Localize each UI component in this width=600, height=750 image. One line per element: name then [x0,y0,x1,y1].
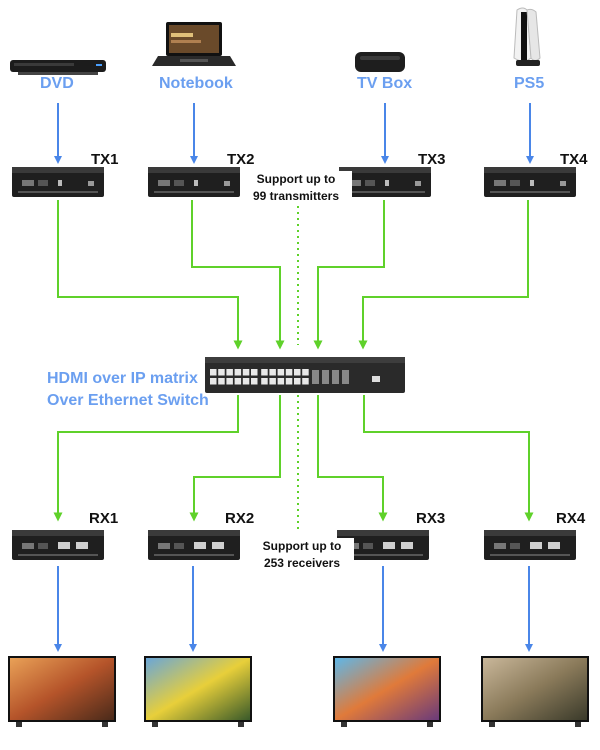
transmitter-unit-icon [12,167,104,197]
tv-icon [144,656,252,727]
receiver-support-note: Support up to 253 receivers [250,538,354,572]
switch-port [210,378,217,385]
sfp-port [322,370,329,384]
switch-port [242,378,250,385]
switch-port [302,369,309,376]
source-label-tv-box: TV Box [357,75,413,92]
switch-port [277,369,285,376]
tv-icon [8,656,116,727]
switch-port [277,378,285,385]
rx2-label: RX2 [225,510,255,527]
sfp-port [342,370,349,384]
receiver-note-line1: Support up to [262,539,342,553]
receiver-unit-icon [148,530,240,560]
transmitter-note-line1: Support up to [256,172,336,186]
tv-box-icon [355,52,405,72]
tv-icon [481,656,589,727]
switch-port [234,378,242,385]
ethernet-switch-icon [205,357,405,393]
sfp-port [332,370,339,384]
switch-port [285,378,293,385]
receiver-note-line2: 253 receivers [263,556,341,570]
hdmi-arrows-sources [54,103,534,164]
switch-label: HDMI over IP matrix Over Ethernet Switch [47,368,209,412]
tx1-label: TX1 [91,151,119,168]
switch-port [261,369,268,376]
network-lines-tx [57,200,529,350]
hdmi-arrows-displays [54,566,533,652]
laptop-icon [152,22,236,66]
switch-port [251,369,258,376]
switch-port [218,369,225,376]
switch-port [226,378,233,385]
receiver-unit-icon [12,530,104,560]
switch-port [218,378,225,385]
transmitter-unit-icon [148,167,240,197]
tx2-label: TX2 [227,151,255,168]
switch-label-line1: HDMI over IP matrix [47,370,198,387]
switch-port [242,369,250,376]
switch-port [210,369,217,376]
switch-port [285,369,293,376]
network-lines-rx [53,395,534,530]
display-screens [8,656,589,727]
transmitter-unit-icon [339,167,431,197]
switch-port [269,369,276,376]
game-console-icon [513,7,541,66]
switch-port [251,378,258,385]
switch-port [226,369,233,376]
receiver-units [12,530,576,560]
tx4-label: TX4 [560,151,588,168]
sfp-port [312,370,319,384]
transmitter-unit-icon [484,167,576,197]
switch-port [302,378,309,385]
switch-port [294,378,301,385]
source-label-dvd: DVD [40,75,74,92]
transmitter-note-line2: 99 transmitters [252,189,340,203]
switch-port [261,378,268,385]
transmitter-units [12,167,576,197]
source-label-notebook: Notebook [159,75,233,92]
tx3-label: TX3 [418,151,446,168]
source-label-ps5: PS5 [514,75,545,92]
tv-icon [333,656,441,727]
dvd-player-icon [10,60,106,75]
rx4-label: RX4 [556,510,586,527]
receiver-unit-icon [484,530,576,560]
rx3-label: RX3 [416,510,446,527]
switch-port [294,369,301,376]
switch-port [234,369,242,376]
switch-label-line2: Over Ethernet Switch [47,392,209,409]
transmitter-support-note: Support up to 99 transmitters [240,171,352,205]
switch-port [269,378,276,385]
rx1-label: RX1 [89,510,119,527]
